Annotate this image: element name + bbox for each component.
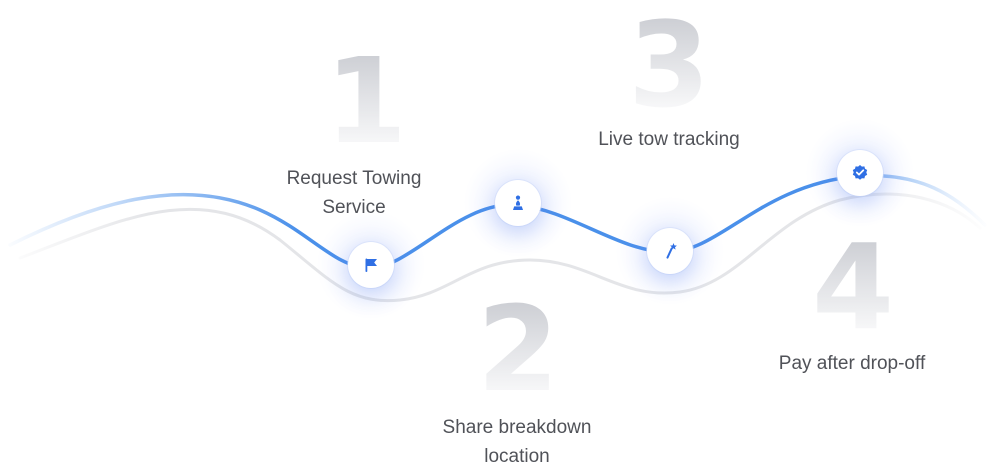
step-node-4[interactable] (837, 150, 883, 196)
step-number-2: 2 (447, 290, 587, 408)
step-label-2-line1: Share breakdown (442, 417, 592, 438)
location-pin-icon (513, 195, 523, 210)
step-label-1: Request Towing Service (254, 164, 454, 222)
step-label-2: Share breakdown location (417, 413, 617, 471)
step-node-3[interactable] (647, 228, 693, 274)
magic-wand-icon (666, 243, 677, 259)
step-label-1-line2: Service (322, 197, 386, 218)
step-number-3: 3 (598, 6, 738, 124)
step-number-1: 1 (295, 42, 435, 160)
step-label-2-line2: location (484, 446, 550, 467)
step-node-1[interactable] (348, 242, 394, 288)
step-label-4-line1: Pay after drop-off (778, 353, 926, 374)
verified-badge-icon (852, 165, 868, 180)
step-label-3-line1: Live tow tracking (598, 129, 740, 150)
step-label-4: Pay after drop-off (752, 349, 952, 378)
background-wave-path (18, 192, 982, 303)
flag-icon (365, 258, 377, 272)
step-node-2[interactable] (495, 180, 541, 226)
step-label-1-line1: Request Towing (286, 168, 422, 189)
step-number-4: 4 (782, 228, 922, 346)
step-label-3: Live tow tracking (569, 125, 769, 154)
